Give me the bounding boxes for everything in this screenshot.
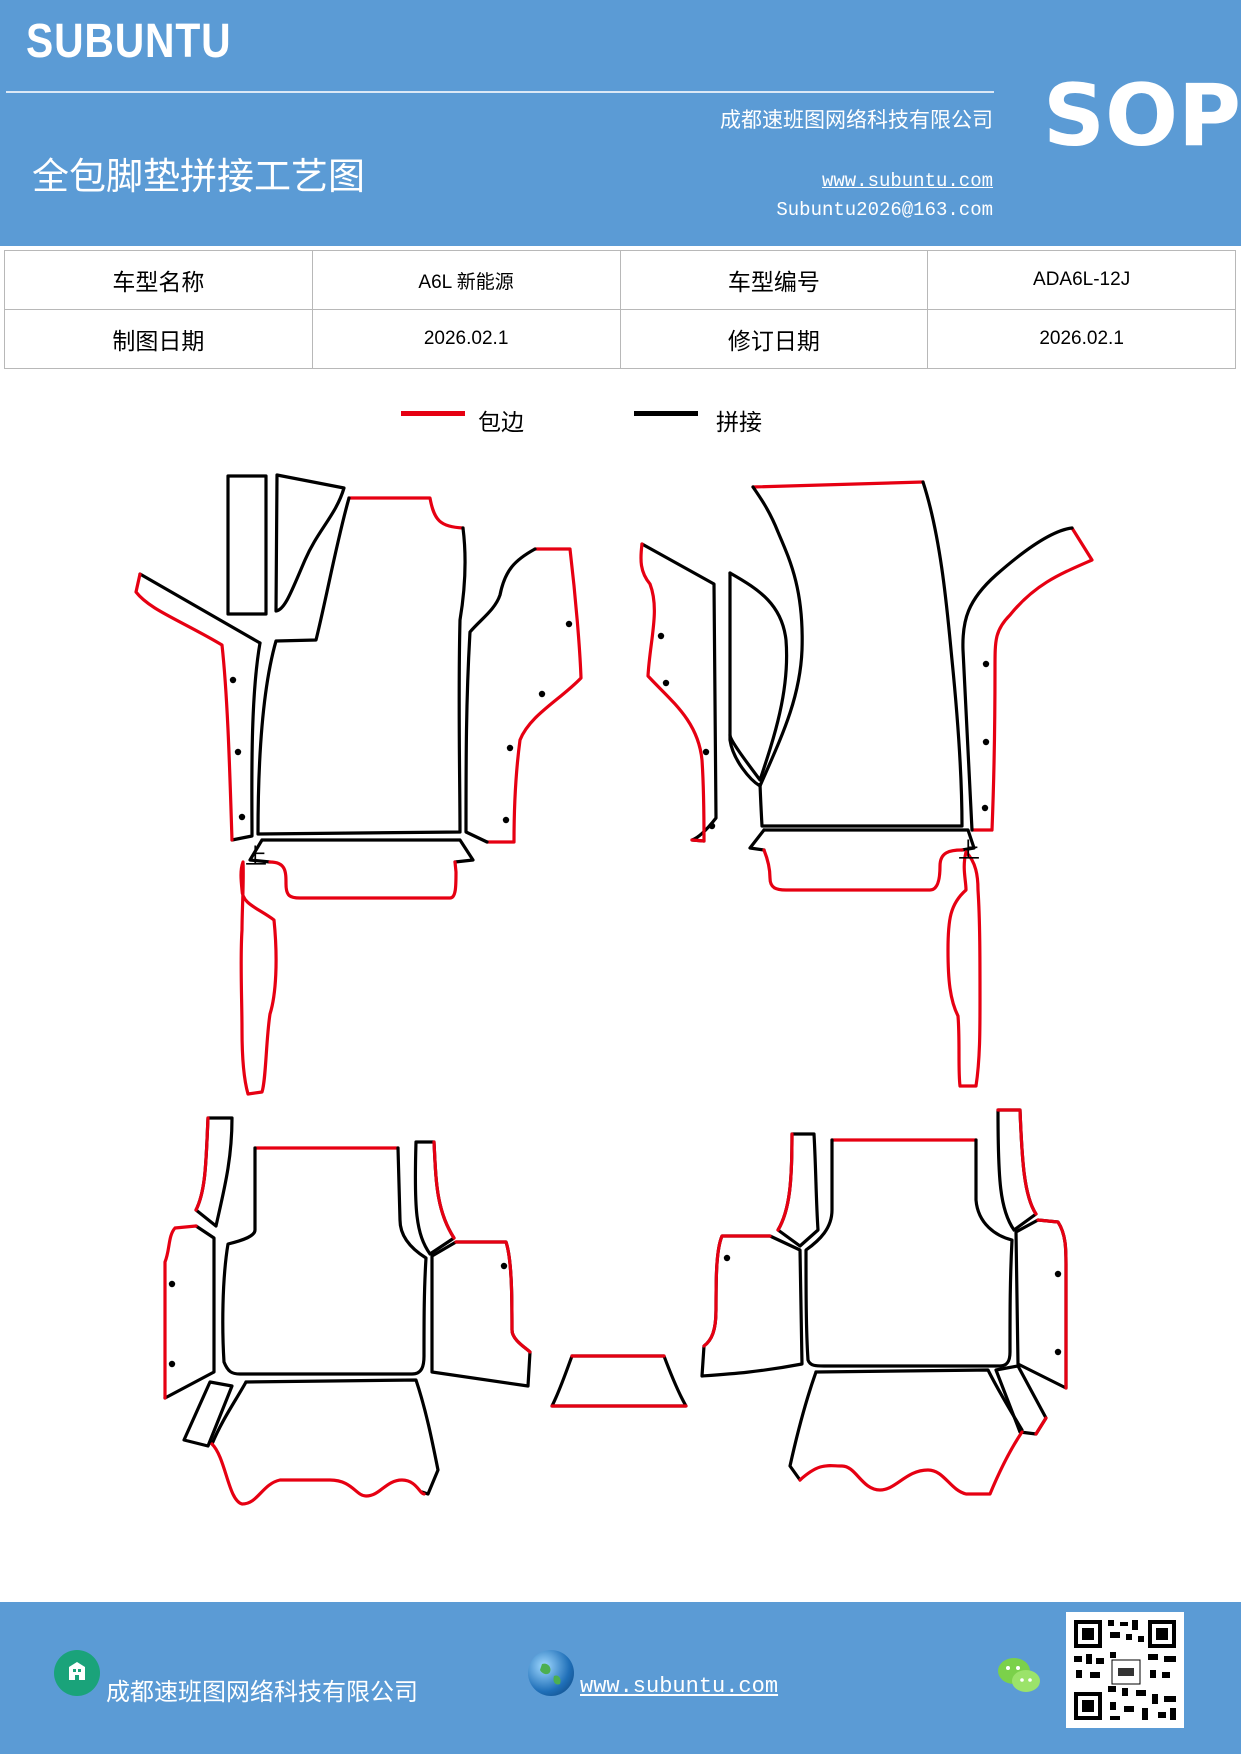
- front-left-tunnel-strip: [239, 860, 278, 1096]
- rear-right-footwell: [798, 1430, 1024, 1496]
- qr-code: [1066, 1612, 1184, 1728]
- front-left-up-mark: 上: [245, 845, 267, 870]
- rear-left-side-panel: [163, 1224, 198, 1400]
- model-code-label: 车型编号: [619, 250, 929, 310]
- front-right-door-piece: [961, 526, 1074, 832]
- front-left-mat: 上: [134, 473, 583, 1096]
- front-left-strip-a: [226, 474, 268, 616]
- front-left-strip-b: [274, 473, 346, 613]
- footer-website-link[interactable]: www.subuntu.com: [580, 1674, 779, 1699]
- front-left-heel-pad: [268, 860, 458, 900]
- rear-left-footwell: [210, 1442, 426, 1506]
- front-right-main-pad: [751, 480, 964, 828]
- draw-date-label: 制图日期: [4, 309, 313, 369]
- model-name-label: 车型名称: [4, 250, 313, 310]
- model-code-value: ADA6L-12J: [927, 250, 1236, 310]
- legend-edge-label: 包边: [478, 410, 524, 436]
- rear-left-mat: [163, 1116, 532, 1506]
- wechat-icon: [996, 1654, 1044, 1698]
- globe-icon: [528, 1650, 574, 1696]
- front-right-up-mark: 上: [958, 839, 980, 864]
- front-right-side-edge: [639, 542, 706, 843]
- rear-left-main-pad: [221, 1146, 428, 1376]
- website-link[interactable]: www.subuntu.com: [821, 170, 993, 192]
- front-left-right-piece: [464, 547, 537, 844]
- front-left-side-edge: [134, 572, 234, 842]
- front-right-curved-strip: [728, 571, 789, 782]
- rear-left-right-panel: [454, 1240, 532, 1354]
- company-name: 成都速班图网络科技有限公司: [720, 108, 993, 132]
- model-name-value: A6L 新能源: [311, 250, 621, 310]
- front-left-main-pad: [256, 496, 467, 836]
- document-title: 全包脚垫拼接工艺图: [32, 155, 365, 198]
- footer-company-name: 成都速班图网络科技有限公司: [106, 1678, 418, 1706]
- revise-date-label: 修订日期: [619, 309, 929, 369]
- rear-right-mat: [700, 1108, 1068, 1496]
- front-right-mat: 上: [639, 480, 1094, 1088]
- legend-splice-swatch: [634, 411, 698, 416]
- rear-right-side-panel: [1036, 1218, 1068, 1390]
- front-right-tunnel-strip: [946, 850, 982, 1088]
- info-table: 车型名称 A6L 新能源 车型编号 ADA6L-12J 制图日期 2026.02…: [4, 250, 1236, 369]
- header-banner: SUBUNTU 成都速班图网络科技有限公司 全包脚垫拼接工艺图 www.subu…: [0, 0, 1241, 246]
- revise-date-value: 2026.02.1: [927, 309, 1236, 369]
- email-address: Subuntu2026@163.com: [776, 199, 993, 221]
- table-row: 车型名称 A6L 新能源 车型编号 ADA6L-12J: [4, 250, 1236, 310]
- legend-edge-swatch: [401, 411, 465, 416]
- front-right-heel-pad: [762, 848, 964, 892]
- brand-logo: SUBUNTU: [26, 15, 232, 68]
- legend-splice-label: 拼接: [716, 410, 762, 436]
- building-icon: [54, 1650, 100, 1696]
- rear-right-left-panel: [702, 1234, 772, 1348]
- header-divider: [6, 91, 994, 93]
- footer-banner: 成都速班图网络科技有限公司 www.subuntu.com: [0, 1602, 1241, 1754]
- rear-center-tunnel-pad: [550, 1354, 688, 1408]
- table-row: 制图日期 2026.02.1 修订日期 2026.02.1: [4, 309, 1236, 369]
- sop-label: SOP: [1043, 66, 1241, 166]
- draw-date-value: 2026.02.1: [311, 309, 621, 369]
- rear-right-main-pad: [804, 1138, 1014, 1368]
